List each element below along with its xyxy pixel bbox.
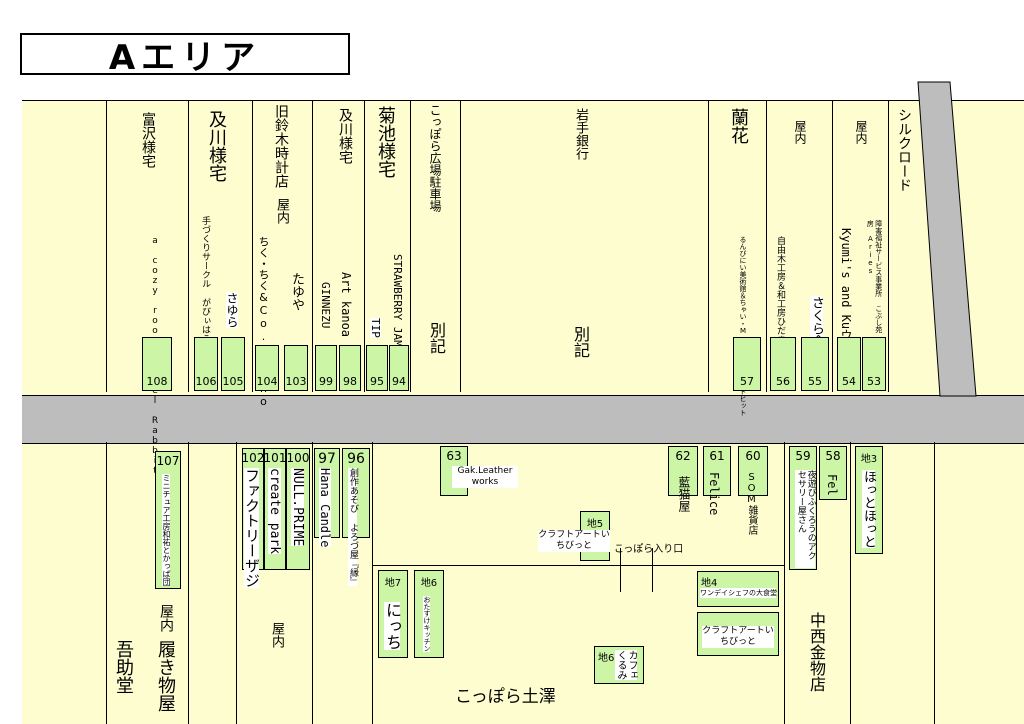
indoor-label-2: 屋内 (854, 120, 868, 144)
stall-61[interactable]: 61 (703, 446, 731, 496)
shop-60-name: SOM雑貨店 (746, 472, 757, 535)
shop-98-name: Art kanoa (339, 272, 353, 338)
shop-62-name: 藍猫屋 (677, 476, 691, 512)
shop-chi3-name: ほっとほっと (861, 470, 876, 548)
koppora-parking-label: こっぽら広場駐車場 (428, 104, 442, 212)
stall-53[interactable]: 53 (862, 337, 886, 391)
tomizawa-house-label: 富沢様宅 (140, 112, 156, 168)
stall-chi4-number: 地4 (701, 578, 718, 589)
ranka-label: 蘭花 (728, 108, 749, 144)
shop-chi7-name: にっち (383, 602, 402, 650)
stall-57[interactable]: 57 (733, 337, 761, 391)
area-title: Aエリア (108, 37, 262, 78)
stall-58[interactable]: 58 (819, 446, 847, 500)
shop-53-name: 障害福祉サービス事業所 こぶし苑 印刷工房 Aries (866, 220, 883, 362)
suzuki-watch-store-label: 旧鈴木時計店 (273, 104, 289, 188)
shop-59-name: 夜遊びふくろうのアクセサリー屋さん (795, 470, 816, 568)
koppora-tsuchizawa-label: こっぽら土澤 (455, 687, 556, 707)
shop-61-name: Felice (707, 472, 721, 516)
indoor-label-4: 屋内 (269, 622, 284, 648)
shop-58-name: Fel (825, 474, 839, 496)
stall-54[interactable]: 54 (837, 337, 861, 391)
stall-105[interactable]: 105 (221, 337, 245, 391)
shop-96-name: 創作あそび よろづ屋『縁』 (348, 468, 358, 586)
stall-108[interactable]: 108 (142, 337, 172, 391)
shop-chi6-name: おたすけキッチン (423, 596, 431, 652)
nakanishi-hardware-label: 中西金物店 (807, 612, 826, 692)
shop-95-name: TIP (369, 318, 382, 338)
shop-57-name: るんびにい美術館＆ちゃい・Musya・ハートビット (739, 236, 747, 416)
oikawa-house-label-2: 及川様宅 (337, 108, 353, 164)
shop-105-name: さゆら (225, 292, 239, 328)
betsuki-label-1: 別記 (427, 322, 446, 354)
main-road (22, 395, 1024, 444)
indoor-label-3: 屋内 (158, 604, 174, 632)
area-title-box: Aエリア (20, 33, 350, 78)
stall-chi6b-number: 地6 (598, 653, 615, 664)
stall-chi3-number: 地3 (860, 454, 878, 465)
shop-94-name: STRAWBERRY JAM (391, 254, 404, 347)
stall-60[interactable]: 60 (738, 446, 768, 496)
shop-56-name: 自由木工房＆和工房ひだまり (775, 236, 785, 353)
shop-cafe-name: カフェくるみ (615, 650, 637, 680)
stall-94[interactable]: 94 (389, 345, 409, 391)
betsuki-label-2: 別記 (571, 326, 590, 358)
kikuchi-house-label: 菊池様宅 (375, 106, 396, 178)
stall-104[interactable]: 104 (255, 345, 279, 391)
shop-103-name: たゆや (289, 272, 304, 311)
gosukedo-label: 吾助堂 (113, 640, 134, 694)
shop-106-name: 手づくりサークル がびぃはうす (200, 216, 210, 352)
shop-99-name: GINNEZU (319, 282, 332, 329)
shop-107-name: ミニチュア工房和祐とかっぱ団 (162, 474, 171, 586)
shop-100-name: NULL.PRIME (290, 468, 305, 547)
stall-55[interactable]: 55 (801, 337, 829, 391)
indoor-label-1: 屋内 (793, 120, 807, 144)
shop-97-name: Hana Candle (318, 468, 332, 548)
silk-road-label: シルクロード (896, 108, 912, 192)
stall-95[interactable]: 95 (366, 345, 388, 391)
shop-chi4-name: ワンデイシェフの大食堂 (700, 588, 777, 598)
stall-62[interactable]: 62 (668, 446, 698, 496)
stall-106[interactable]: 106 (194, 337, 218, 391)
shop-55-name: さくら舎 (809, 296, 824, 348)
stall-chi5-number: 地5 (586, 519, 604, 530)
stall-98[interactable]: 98 (339, 345, 361, 391)
stall-103[interactable]: 103 (284, 345, 308, 391)
shop-chi5-name: クラフトアートいちびっと (538, 530, 610, 552)
shop-101-name: create park (267, 468, 282, 555)
shop-102-name: ファクトリーザジ (243, 468, 261, 588)
shop-54-name: Kyumi's and Kuウ (839, 228, 853, 342)
hakimono-shop-label: 履き物屋 (155, 640, 176, 712)
suzuki-indoor-label: 屋内 (274, 198, 289, 224)
stall-chi6-number: 地6 (420, 578, 438, 589)
shop-craftart-2-name: クラフトアートいちびっと (702, 626, 774, 648)
koppora-entrance-label: こっぽら入り口 (614, 544, 684, 555)
stall-99[interactable]: 99 (315, 345, 337, 391)
stall-56[interactable]: 56 (770, 337, 796, 391)
iwate-bank-label: 岩手銀行 (573, 108, 588, 160)
stall-chi7-number: 地7 (384, 578, 402, 589)
oikawa-house-label-1: 及川様宅 (206, 110, 227, 182)
shop-63-name: Gak.Leather works (452, 466, 518, 488)
